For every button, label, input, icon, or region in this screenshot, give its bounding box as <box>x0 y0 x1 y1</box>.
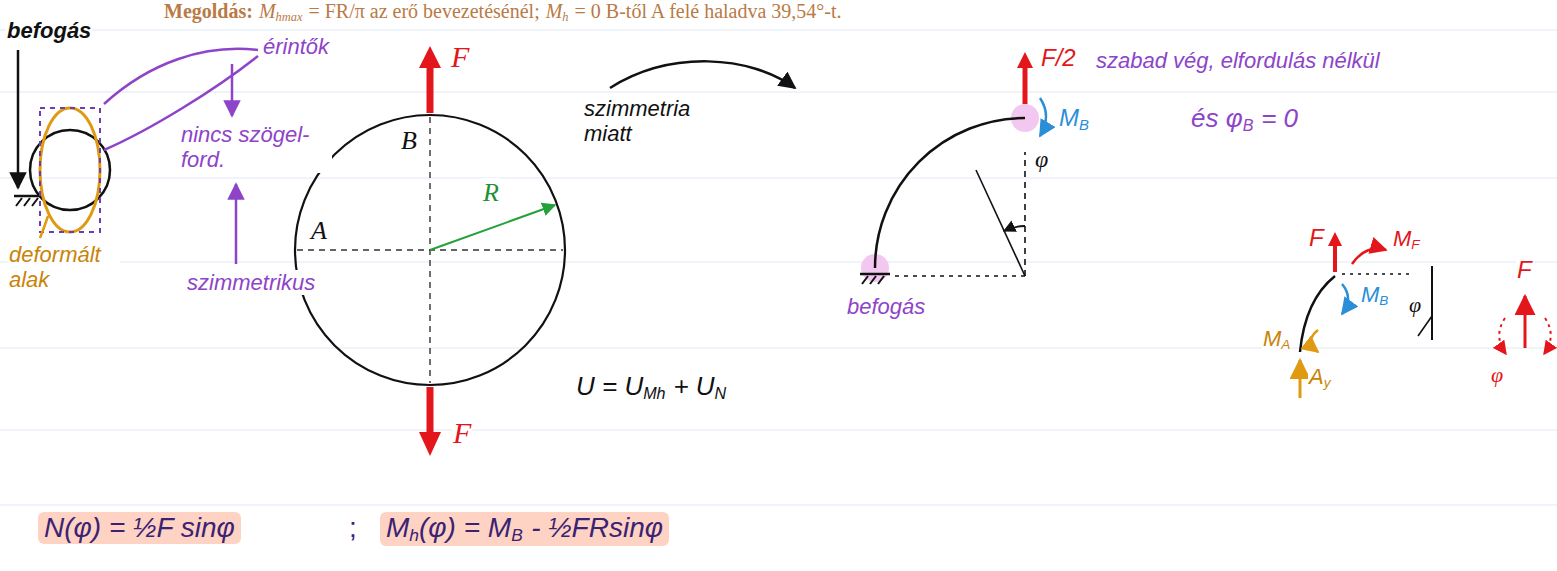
symmetric-note: szimmetrikus <box>187 270 315 295</box>
support-note: befogás <box>847 294 925 319</box>
support-note-group: befogás <box>846 294 926 319</box>
energy-equation: + U <box>673 371 714 401</box>
moment-label: F <box>1411 237 1419 252</box>
reaction-label: y <box>1324 375 1331 390</box>
deformed-shape-note: deformált alak <box>9 242 101 292</box>
force-label-group: F <box>452 416 472 451</box>
moment-label: B <box>1079 117 1089 133</box>
force-label: F/2 <box>1041 44 1076 71</box>
moment-label: B <box>1379 293 1388 308</box>
energy-equation: Mh <box>643 384 665 402</box>
bending-moment-formula: M <box>386 512 409 543</box>
support-note-group: befogás <box>6 18 92 43</box>
separator: ; <box>349 512 357 543</box>
angle-label-group: φ <box>1490 362 1504 387</box>
free-end-note-group: szabad vég, elfordulás nélkül <box>1095 48 1381 73</box>
deformed-shape-note-group: deformált alak <box>8 242 120 293</box>
moment-label-group: MA <box>1262 326 1291 353</box>
moment-label: M <box>1263 326 1281 351</box>
free-body-sketch <box>1300 232 1551 398</box>
moment-label: M <box>1361 282 1379 307</box>
point-label-group: A <box>310 216 328 246</box>
ruled-lines <box>0 30 1557 505</box>
radius-label: R <box>483 178 499 207</box>
symmetry-note-group: szimmetria miatt <box>583 96 697 147</box>
separator-group: ; <box>348 512 358 544</box>
tangent-note: érintők <box>263 34 329 59</box>
normal-force-formula: N(φ) = ½F sinφ <box>44 512 235 543</box>
force-label: F <box>1517 256 1532 283</box>
bending-moment-formula: B <box>511 525 523 545</box>
point-label-group: B <box>400 126 418 156</box>
reaction-label: A <box>1309 364 1324 389</box>
moment-label: M <box>1393 226 1411 251</box>
solution-note-group: Megoldás: Mhmax = FR/π az erő bevezetéséné… <box>163 0 843 24</box>
symmetric-note-group: szimmetrikus <box>186 270 316 295</box>
rotation-note-group: nincs szögel- ford. <box>180 122 332 173</box>
moment-label-group: MF <box>1392 226 1421 253</box>
support-note: befogás <box>7 18 91 43</box>
boundary-condition: B <box>1243 116 1254 134</box>
boundary-condition-group: és φB = 0 <box>1190 104 1299 135</box>
solution-note: M <box>546 0 563 22</box>
bending-moment-formula: h <box>409 525 419 545</box>
angle-label: φ <box>1491 362 1503 387</box>
solution-note: = 0 B-től A felé haladva 39,54°-t. <box>575 0 842 22</box>
force-label-group: F <box>1308 224 1325 252</box>
moment-label-group: MB <box>1360 282 1389 309</box>
energy-equation: N <box>715 384 727 402</box>
boundary-condition: és φ <box>1191 103 1243 133</box>
radius-label-group: R <box>482 178 500 208</box>
force-label-group: F/2 <box>1040 44 1077 72</box>
angle-label-group: φ <box>1408 292 1422 317</box>
solution-note: = FR/π az erő bevezetésénél; <box>308 0 539 22</box>
moment-label: A <box>1281 337 1290 352</box>
angle-label: φ <box>1035 146 1048 172</box>
free-end-note: szabad vég, elfordulás nélkül <box>1096 48 1380 73</box>
quarter-arc-model <box>860 52 1046 284</box>
reaction-label-group: Ay <box>1308 364 1332 391</box>
boundary-condition: = 0 <box>1261 103 1298 133</box>
energy-equation: U = U <box>576 371 643 401</box>
solution-note: M <box>259 0 276 22</box>
moment-label-group: MB <box>1058 104 1090 134</box>
symmetry-note: szimmetria miatt <box>584 96 690 146</box>
point-label: A <box>311 216 327 245</box>
angle-label-group: φ <box>1034 146 1049 174</box>
rotation-note: nincs szögel- ford. <box>181 122 309 172</box>
bending-moment-formula: - ½FRsinφ <box>531 512 663 543</box>
force-label: F <box>453 416 471 449</box>
force-label-group: F <box>1516 256 1533 284</box>
point-label: B <box>401 126 417 155</box>
tangent-note-group: érintők <box>262 34 330 59</box>
energy-equation-group: U = UMh + UN <box>575 372 727 403</box>
solution-note: Megoldás: <box>164 0 253 22</box>
normal-force-formula-group: N(φ) = ½F sinφ <box>38 512 241 544</box>
force-label: F <box>451 40 469 73</box>
solution-note: hmax <box>276 10 303 24</box>
symmetry-arrow <box>610 61 795 88</box>
ring-figure <box>295 46 565 456</box>
force-label: F <box>1309 224 1324 251</box>
solution-note: h <box>562 10 568 24</box>
angle-label: φ <box>1409 292 1421 317</box>
moment-label: M <box>1059 104 1079 131</box>
bending-moment-formula: (φ) = M <box>419 512 511 543</box>
force-label-group: F <box>450 40 470 75</box>
bending-moment-formula-group: Mh(φ) = MB - ½FRsinφ <box>380 512 669 546</box>
